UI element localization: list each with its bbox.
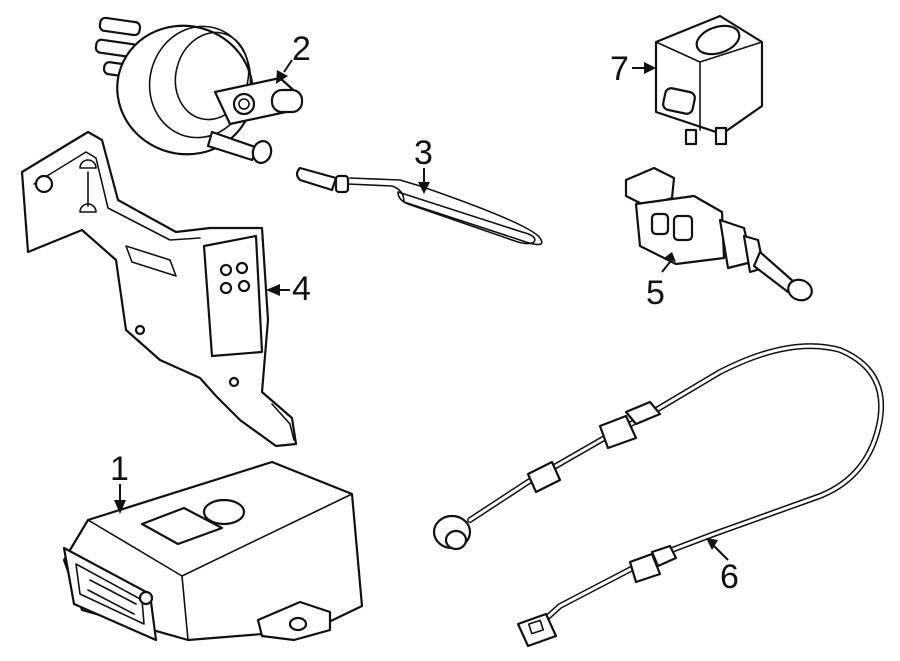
part-3-sensor-probe: [295, 166, 543, 246]
callout-3: 3: [414, 134, 433, 172]
callout-1: 1: [110, 450, 129, 488]
callout-leaders: [114, 59, 729, 561]
callout-5: 5: [646, 274, 665, 312]
callout-7: 7: [610, 50, 629, 88]
callout-4: 4: [292, 270, 311, 308]
part-4-bracket: [20, 130, 298, 448]
callout-2: 2: [292, 30, 311, 68]
part-5-switch: [624, 166, 813, 302]
part-7-relay: [654, 14, 764, 146]
part-2-vacuum-actuator: [94, 16, 304, 164]
callout-6: 6: [720, 558, 739, 596]
part-1-control-module: [62, 460, 364, 642]
part-6-cable: [432, 343, 885, 648]
